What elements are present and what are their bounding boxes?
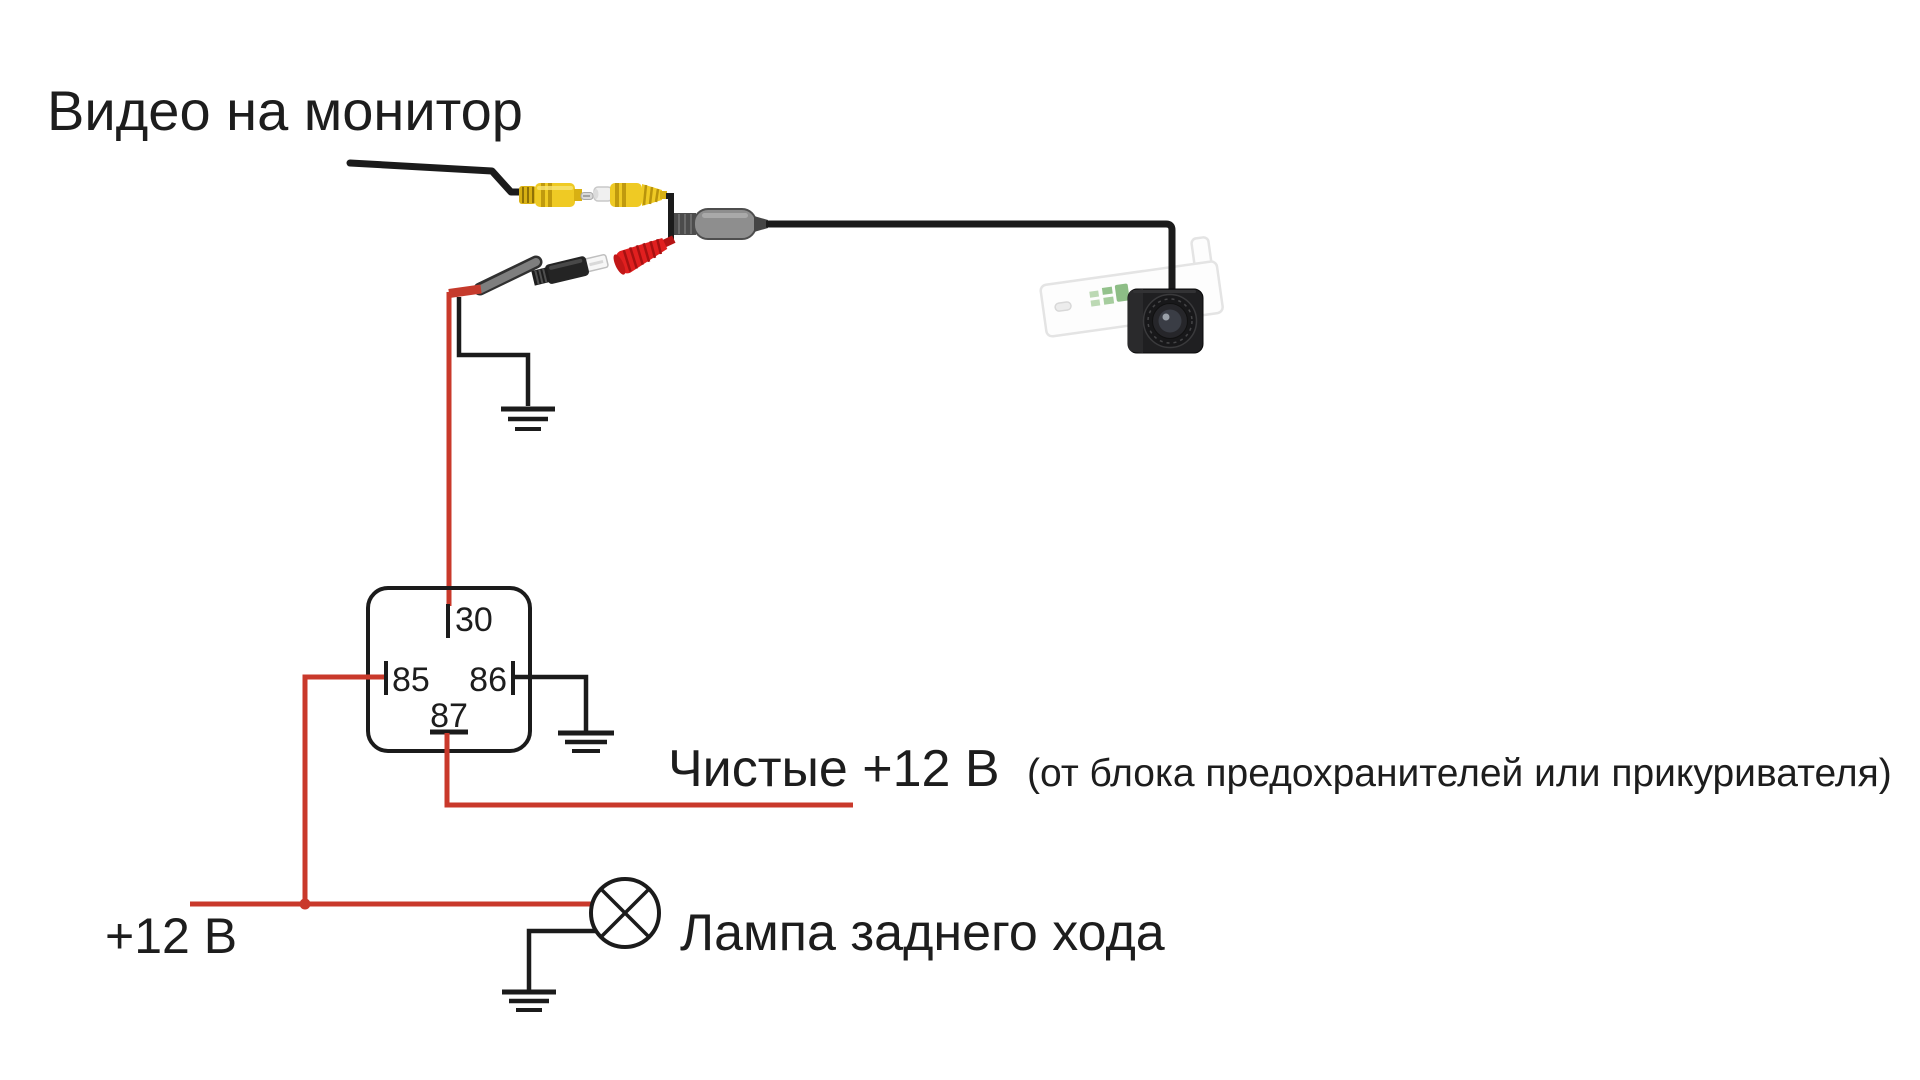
relay: 30 85 86 87 — [366, 586, 532, 753]
wire-junction-dot — [299, 898, 311, 910]
rca-male-collar-ribs — [522, 187, 534, 203]
relay-pin85-label: 85 — [392, 661, 430, 699]
rca-male-neck — [574, 189, 582, 201]
power-cable-red-sheath — [448, 284, 482, 298]
plate-green-stickers — [1089, 283, 1130, 307]
camera-lens-glint — [1162, 313, 1170, 321]
inline-connector-taper — [754, 216, 768, 232]
red-power-jack-icon — [613, 235, 676, 275]
rca-male-ridge — [541, 183, 545, 207]
yellow-rca-male-icon — [519, 183, 594, 207]
inline-connector-icon — [674, 208, 768, 240]
relay-coil-ground-wire — [515, 674, 589, 731]
rca-male-ridge — [548, 183, 552, 207]
clean-power-note: (от блока предохранителей или прикуриват… — [1027, 752, 1892, 795]
rca-female-opening — [593, 189, 599, 199]
rca-female-nub — [660, 191, 667, 199]
camera-lens-glass — [1158, 309, 1182, 333]
relay-pin30-label: 30 — [455, 601, 493, 639]
rca-male-highlight — [537, 186, 573, 190]
clean-12v-wire-red — [444, 733, 853, 808]
ground-icon-power — [501, 406, 555, 431]
diagram-title: Видео на монитор — [47, 79, 523, 142]
camera-side-face — [1128, 289, 1143, 353]
ground-icon-lamp — [502, 989, 556, 1012]
power-jack-nub — [662, 235, 676, 248]
battery-12v-label: +12 В — [105, 908, 237, 964]
lamp-icon — [589, 877, 661, 949]
camera-cable — [766, 220, 1176, 292]
rca-female-ridge — [622, 183, 626, 207]
dc-plug-collar-ribs — [534, 268, 548, 285]
clean-power-label: Чистые +12 В — [668, 740, 1000, 798]
inline-connector-highlight — [702, 213, 748, 218]
camera-top-highlight — [1133, 290, 1196, 293]
pigtail-junction — [668, 193, 674, 240]
relay-trigger-wire-red — [302, 674, 384, 904]
dc-plug-tip-slot — [589, 260, 604, 267]
yellow-rca-female-icon — [593, 183, 667, 207]
dc-power-plug-icon — [531, 253, 609, 286]
rca-female-ridge — [615, 183, 619, 207]
relay-pin87-label: 87 — [430, 697, 468, 735]
lamp-ground-wire — [526, 928, 596, 990]
relay-pin86-label: 86 — [469, 661, 507, 699]
power-cable — [477, 258, 540, 293]
monitor-video-wire — [346, 159, 531, 196]
rear-camera-icon — [1127, 288, 1204, 354]
plate-slot — [1054, 301, 1072, 312]
power-ground-wire — [456, 297, 531, 406]
power-jack-ribs — [622, 238, 663, 272]
dc-plug-body — [545, 256, 590, 284]
dc-plug-highlight — [549, 258, 583, 270]
power-jack-opening — [613, 254, 626, 275]
rca-female-cone-ribs — [642, 184, 660, 206]
reverse-lamp-label: Лампа заднего хода — [680, 904, 1165, 962]
camera-lens-ring — [1147, 298, 1193, 344]
inline-connector-collar-ribs — [678, 214, 692, 234]
ground-icon-relay — [558, 730, 614, 753]
